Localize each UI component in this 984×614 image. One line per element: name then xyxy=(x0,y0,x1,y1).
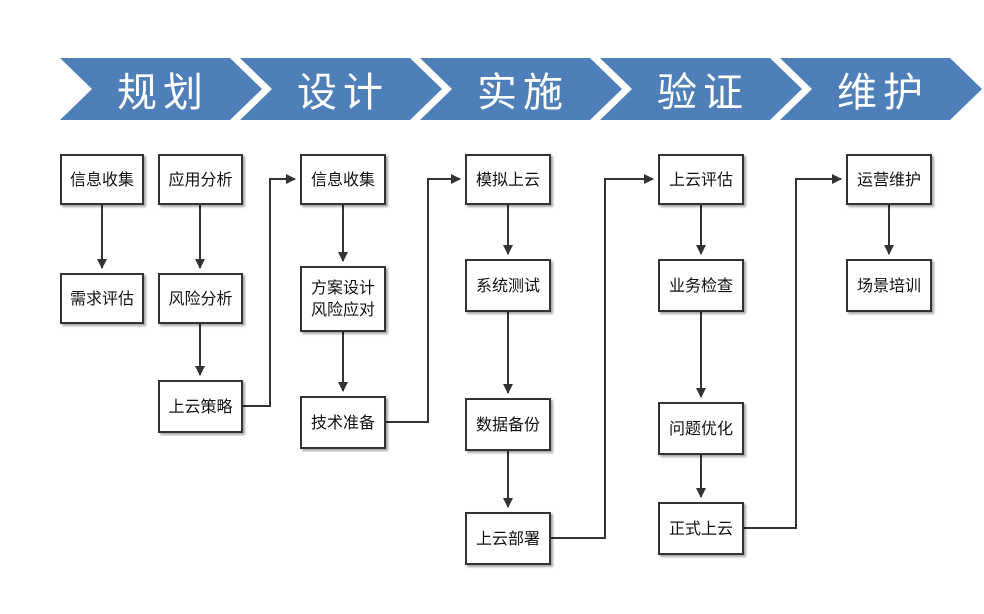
step-plan-app-analysis: 应用分析 xyxy=(158,154,243,205)
step-design-info-collection: 信息收集 xyxy=(300,154,386,205)
phase-chevron-design xyxy=(240,58,442,120)
step-impl-cloud-deploy: 上云部署 xyxy=(465,512,551,565)
phase-label-verify: 验证 xyxy=(657,70,749,116)
step-maint-operations: 运营维护 xyxy=(846,154,932,205)
phase-label-plan: 规划 xyxy=(117,70,209,116)
step-verify-go-live: 正式上云 xyxy=(658,502,744,555)
step-label: 信息收集 xyxy=(69,169,134,189)
phase-label-maintain: 维护 xyxy=(837,70,929,116)
phase-label-design: 设计 xyxy=(297,70,389,116)
arrow-deploy-to-verify xyxy=(551,174,654,539)
step-verify-issue-optimize: 问题优化 xyxy=(658,402,744,455)
step-plan-info-collection: 信息收集 xyxy=(60,154,144,205)
phase-chevron-maintain xyxy=(780,58,982,120)
phase-chevron-implement xyxy=(420,58,622,120)
phase-chevron-plan xyxy=(60,58,262,120)
arrow-live-to-maint xyxy=(744,174,842,529)
arrow-strategy-to-design xyxy=(243,174,296,407)
step-impl-system-test: 系统测试 xyxy=(465,259,551,312)
phase-label-implement: 实施 xyxy=(477,70,569,116)
step-verify-business-check: 业务检查 xyxy=(658,259,744,312)
step-plan-risk-analysis: 风险分析 xyxy=(158,273,243,324)
step-label: 方案设计 风险应对 xyxy=(310,278,375,319)
step-maint-scenario-training: 场景培训 xyxy=(846,259,932,312)
step-plan-requirement-eval: 需求评估 xyxy=(60,273,144,324)
step-impl-data-backup: 数据备份 xyxy=(465,398,551,451)
step-impl-simulate-migration: 模拟上云 xyxy=(465,154,551,205)
arrow-tech-to-impl xyxy=(386,174,461,423)
phase-chevron-verify xyxy=(600,58,802,120)
step-plan-cloud-strategy: 上云策略 xyxy=(158,380,243,433)
step-design-solution-risk: 方案设计 风险应对 xyxy=(300,266,386,332)
step-design-tech-prep: 技术准备 xyxy=(300,396,386,449)
step-verify-cloud-eval: 上云评估 xyxy=(658,154,744,205)
